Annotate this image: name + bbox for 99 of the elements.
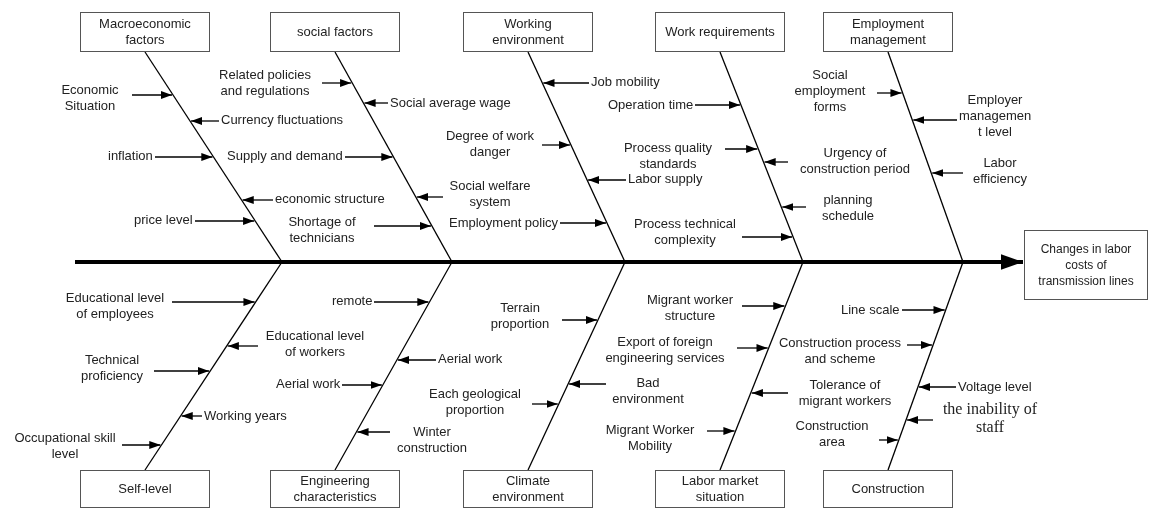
cause-label: the inability of staff — [935, 400, 1045, 436]
arrow — [912, 116, 958, 124]
cause-label: Employer managemen t level — [959, 92, 1031, 140]
cause-label: Each geological proportion — [420, 386, 530, 418]
fishbone-spine — [75, 260, 985, 264]
cause-label: Construction area — [787, 418, 877, 450]
cause-label: Labor supply — [628, 171, 703, 187]
cause-label: Operation time — [608, 97, 694, 113]
arrow — [373, 222, 432, 230]
arrow — [416, 193, 444, 201]
arrow — [131, 91, 173, 99]
cause-label: economic structure — [275, 191, 385, 207]
cause-label: Educational level of employees — [60, 290, 170, 322]
cause-label: Process quality standards — [613, 140, 723, 172]
cause-label: Aerial work — [276, 376, 341, 392]
cause-label: Currency fluctuations — [221, 112, 344, 128]
cause-label: Educational level of workers — [260, 328, 370, 360]
cause-label: price level — [134, 212, 193, 228]
cause-label: Terrain proportion — [480, 300, 560, 332]
category-box: social factors — [270, 12, 400, 52]
cause-label: Supply and demand — [227, 148, 343, 164]
category-box: Employment management — [823, 12, 953, 52]
effect-box: Changes in labor costs of transmission lines — [1024, 230, 1148, 300]
cause-label: Labor efficiency — [965, 155, 1035, 187]
arrow — [906, 341, 933, 349]
cause-label: Occupational skill level — [10, 430, 120, 462]
arrow — [363, 99, 389, 107]
arrow — [587, 176, 627, 184]
cause-label: Social employment forms — [785, 67, 875, 115]
cause-label: Related policies and regulations — [210, 67, 320, 99]
cause-label: Economic Situation — [50, 82, 130, 114]
cause-label: Employment policy — [449, 215, 559, 231]
cause-label: Process technical complexity — [630, 216, 740, 248]
arrow — [373, 298, 430, 306]
cause-label: Line scale — [841, 302, 900, 318]
arrow — [763, 158, 789, 166]
arrow — [541, 141, 571, 149]
cause-label: Social average wage — [390, 95, 511, 111]
arrow — [694, 101, 741, 109]
category-box: Work requirements — [655, 12, 785, 52]
arrow — [153, 367, 210, 375]
arrow — [190, 117, 220, 125]
arrow — [906, 416, 934, 424]
cause-label: Degree of work danger — [440, 128, 540, 160]
arrow — [171, 298, 256, 306]
category-box: Working environment — [463, 12, 593, 52]
arrow — [931, 169, 964, 177]
cause-label: Urgency of construction period — [790, 145, 920, 177]
cause-label: Job mobility — [591, 74, 660, 90]
cause-label: Technical proficiency — [72, 352, 152, 384]
arrow — [724, 145, 758, 153]
cause-label: Migrant Worker Mobility — [595, 422, 705, 454]
arrow — [876, 89, 903, 97]
arrow — [781, 203, 807, 211]
arrow — [356, 428, 391, 436]
cause-label: Migrant worker structure — [640, 292, 740, 324]
cause-label: planning schedule — [808, 192, 888, 224]
cause-label: Social welfare system — [445, 178, 535, 210]
cause-label: Tolerance of migrant workers — [790, 377, 900, 409]
arrow — [561, 316, 598, 324]
arrow — [736, 344, 769, 352]
arrow — [568, 380, 607, 388]
cause-label: Export of foreign engineering services — [595, 334, 735, 366]
arrow — [321, 79, 352, 87]
arrow — [531, 400, 559, 408]
category-box: Macroeconomic factors — [80, 12, 210, 52]
arrow — [344, 153, 394, 161]
cause-label: Working years — [204, 408, 287, 424]
arrow — [542, 79, 590, 87]
arrow — [180, 412, 203, 420]
cause-label: Voltage level — [958, 379, 1032, 395]
arrow — [741, 302, 786, 310]
arrow — [741, 233, 793, 241]
arrow — [241, 196, 274, 204]
arrow — [341, 381, 383, 389]
arrow — [397, 356, 437, 364]
arrow — [985, 254, 1023, 270]
category-box: Labor market situation — [655, 470, 785, 508]
cause-label: Winter construction — [392, 424, 472, 456]
arrow — [918, 383, 957, 391]
arrow — [194, 217, 255, 225]
category-box: Construction — [823, 470, 953, 508]
arrow — [227, 342, 259, 350]
category-box: Self-level — [80, 470, 210, 508]
category-box: Engineering characteristics — [270, 470, 400, 508]
cause-label: Aerial work — [438, 351, 503, 367]
arrow — [751, 389, 789, 397]
cause-label: inflation — [108, 148, 153, 164]
arrow — [559, 219, 607, 227]
arrow — [706, 427, 736, 435]
cause-label: remote — [332, 293, 373, 309]
category-box: Climate environment — [463, 470, 593, 508]
cause-label: Shortage of technicians — [272, 214, 372, 246]
arrow — [901, 306, 946, 314]
arrow — [154, 153, 214, 161]
arrow — [878, 436, 899, 444]
cause-label: Construction process and scheme — [775, 335, 905, 367]
arrow — [121, 441, 162, 449]
cause-label: Bad environment — [608, 375, 688, 407]
